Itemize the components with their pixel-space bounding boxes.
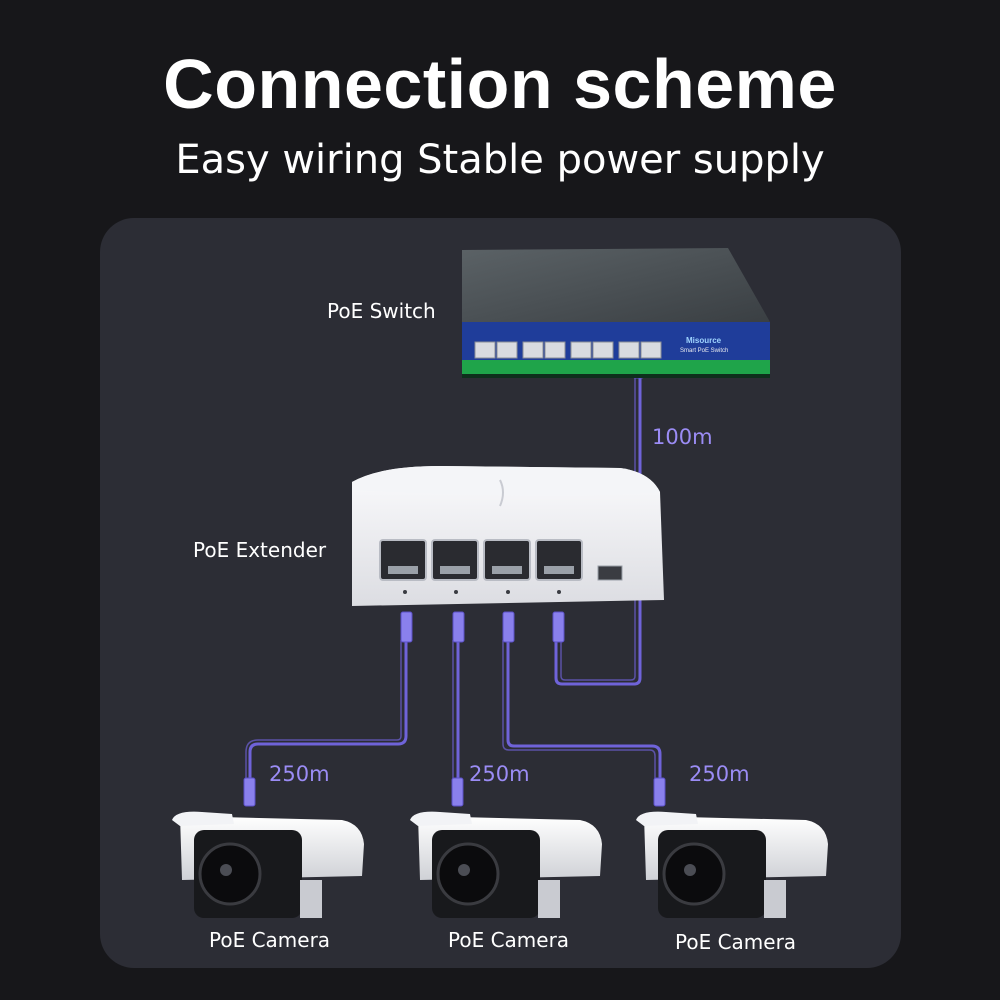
distance-label: 250m — [269, 762, 330, 786]
distance-label: 100m — [652, 425, 713, 449]
camera-label: PoE Camera — [675, 930, 797, 954]
poe-camera-3 — [636, 811, 828, 918]
poe-extender — [352, 466, 664, 606]
distance-label: 250m — [689, 762, 750, 786]
cable-extender-to-camera-2 — [452, 640, 460, 784]
poe-switch: Misource Smart PoE Switch — [462, 248, 770, 378]
rj45-plug — [243, 351, 666, 807]
switch-model: Smart PoE Switch — [680, 348, 728, 354]
camera-label: PoE Camera — [209, 928, 331, 952]
distance-label: 250m — [469, 762, 530, 786]
cable-switch-to-extender — [554, 372, 642, 686]
cable-extender-to-camera-3 — [502, 640, 662, 784]
switch-brand: Misource — [686, 336, 722, 345]
switch-label: PoE Switch — [327, 299, 436, 323]
page-title: Connection scheme — [163, 45, 837, 123]
page-subtitle: Easy wiring Stable power supply — [175, 137, 825, 183]
poe-camera-2 — [410, 811, 602, 918]
extender-label: PoE Extender — [193, 538, 327, 562]
cable-extender-to-camera-1 — [245, 640, 408, 784]
poe-camera-1 — [172, 811, 364, 918]
camera-label: PoE Camera — [448, 928, 570, 952]
